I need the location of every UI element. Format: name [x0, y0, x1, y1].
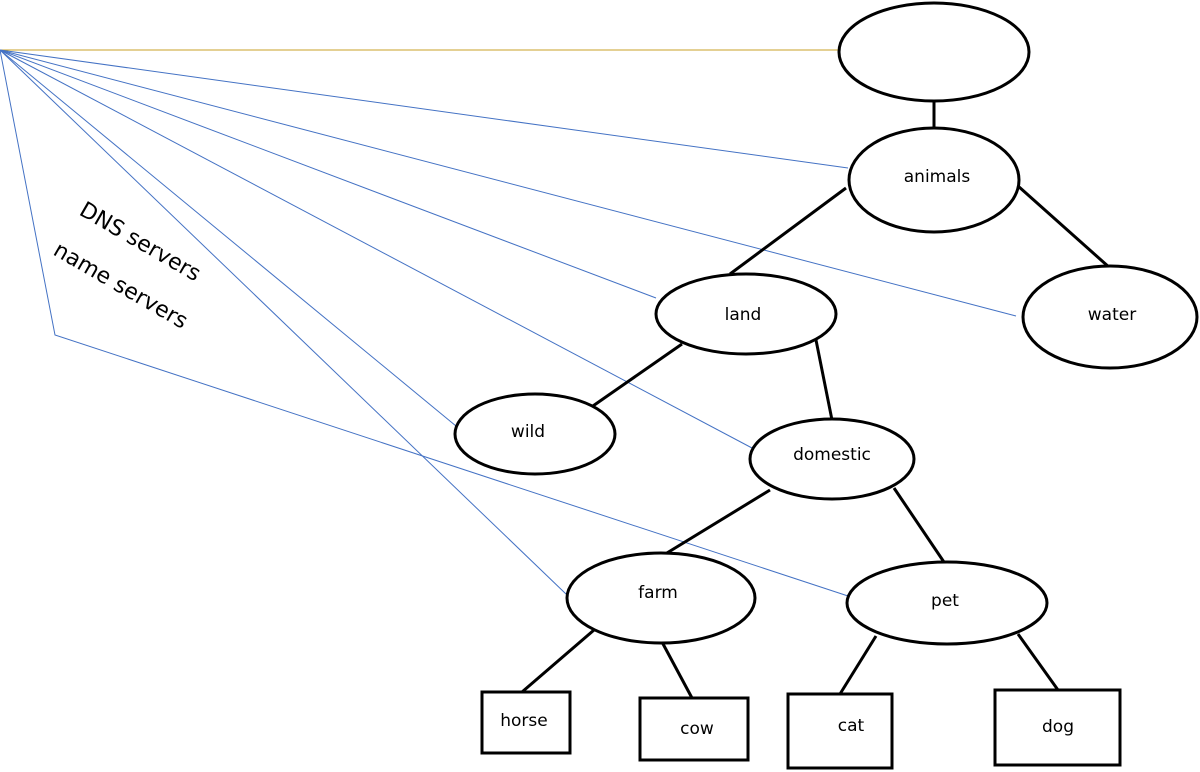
pointer-to-animals: [0, 49, 849, 169]
edge-pet-dog: [1016, 633, 1060, 691]
leaf-horse-label: horse: [500, 711, 547, 731]
leaf-dog-label: dog: [1042, 717, 1074, 737]
pointer-lines: [0, 49, 1017, 597]
edge-animals-water: [1017, 184, 1111, 270]
edge-land-wild: [589, 342, 683, 410]
edge-farm-horse: [521, 628, 595, 694]
node-pet-label: pet: [931, 591, 959, 611]
pointer-to-farm: [0, 49, 567, 595]
pointer-to-domestic: [0, 49, 753, 449]
leaf-dog: dog: [993, 688, 1122, 767]
tree-edges: [521, 100, 1111, 699]
node-farm: farm: [565, 551, 757, 645]
node-wild: wild: [453, 392, 617, 476]
leaf-cat: cat: [786, 692, 894, 770]
pointer-to-wild: [0, 49, 457, 427]
node-wild-label: wild: [511, 422, 545, 442]
node-root: [837, 1, 1031, 103]
node-pet: pet: [845, 560, 1049, 646]
edge-pet-cat: [838, 635, 878, 695]
node-farm-label: farm: [638, 583, 678, 603]
node-water: water: [1021, 264, 1199, 370]
node-land-label: land: [725, 305, 762, 325]
leaf-horse: horse: [480, 690, 572, 755]
edge-animals-land: [729, 186, 847, 276]
leaf-cow-label: cow: [680, 719, 714, 739]
node-land: land: [654, 272, 838, 356]
pointer-to-pet: [0, 49, 849, 597]
node-animals: animals: [847, 126, 1021, 234]
node-water-label: water: [1088, 305, 1136, 325]
node-domestic: domestic: [748, 417, 916, 501]
edge-farm-cow: [660, 641, 694, 699]
leaf-cow: cow: [638, 696, 750, 762]
edge-land-domestic: [814, 339, 834, 421]
node-animals-label: animals: [904, 167, 971, 187]
pointer-to-land: [0, 49, 657, 299]
pointer-to-water: [0, 49, 1017, 317]
edge-domestic-pet: [892, 487, 950, 569]
node-domestic-label: domestic: [793, 445, 871, 465]
leaf-cat-label: cat: [838, 716, 865, 736]
edge-domestic-farm: [661, 488, 771, 558]
